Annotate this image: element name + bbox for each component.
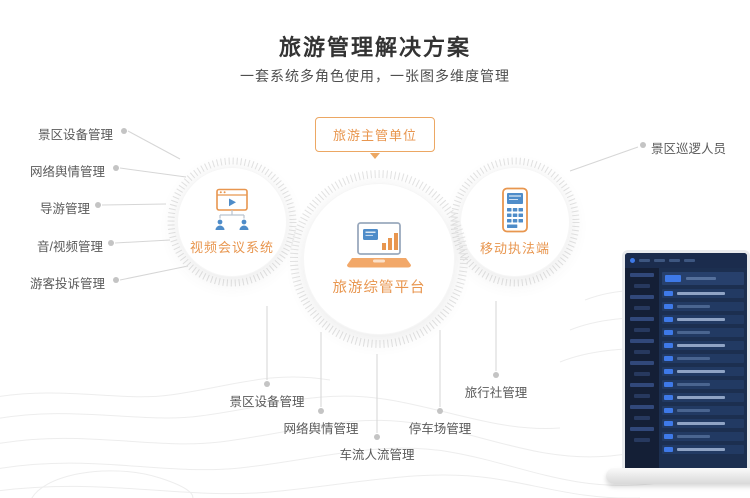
dashboard-row [662, 380, 744, 389]
dashed-ring [167, 157, 297, 287]
hub-label-mobile-enforcement: 移动执法端 [479, 241, 550, 256]
bottom-item-equipment: 景区设备管理 [229, 395, 305, 409]
dashboard-row [662, 432, 744, 441]
dashboard-row [662, 315, 744, 324]
dashboard-row [662, 419, 744, 428]
page-title: 旅游管理解决方案 [278, 35, 471, 60]
left-item-av: 音/视频管理 [37, 240, 103, 254]
hub-platform: 旅游综管平台 [286, 166, 472, 352]
bottom-item-traffic: 车流人流管理 [339, 448, 415, 462]
left-item-complaint: 游客投诉管理 [30, 277, 106, 291]
left-item-opinion: 网络舆情管理 [30, 165, 106, 179]
right-item-patrol: 景区巡逻人员 [651, 142, 727, 156]
hub-disc: 旅游综管平台 [303, 183, 455, 335]
dashboard-main [659, 268, 747, 468]
dashboard-row [662, 328, 744, 337]
left-item-guide: 导游管理 [40, 202, 91, 216]
mobile-terminal-icon [502, 187, 528, 233]
hub-label-platform: 旅游综管平台 [332, 280, 426, 296]
hub-label-video-conference: 视频会议系统 [189, 240, 274, 255]
dashboard-header-row [662, 272, 744, 285]
left-item-equipment: 景区设备管理 [38, 128, 114, 142]
dashboard-row [662, 302, 744, 311]
dashed-ring [290, 170, 468, 348]
laptop-chart-icon [347, 222, 411, 268]
dashboard-row [662, 354, 744, 363]
dashboard-sidebar [625, 268, 659, 468]
dashboard-row [662, 393, 744, 402]
dashboard-row [662, 445, 744, 454]
bottom-item-agency: 旅行社管理 [464, 386, 528, 400]
dashed-ring [450, 157, 580, 287]
down-arrow-icon [370, 153, 380, 159]
bottom-item-opinion: 网络舆情管理 [283, 422, 359, 436]
video-conference-icon [215, 188, 249, 230]
dashboard-row [662, 341, 744, 350]
hub-mobile-enforcement: 移动执法端 [447, 154, 583, 290]
laptop-mockup [606, 250, 750, 484]
authority-badge: 旅游主管单位 [314, 117, 436, 152]
hub-disc: 移动执法端 [460, 167, 570, 277]
page-subtitle: 一套系统多角色使用，一张图多维度管理 [240, 68, 510, 84]
hub-disc: 视频会议系统 [177, 167, 287, 277]
dashboard-row [662, 367, 744, 376]
hub-video-conference: 视频会议系统 [164, 154, 300, 290]
laptop-base [606, 468, 750, 484]
dashboard-screen [622, 250, 750, 468]
dashboard-topbar [625, 253, 747, 268]
dashboard-row [662, 406, 744, 415]
bottom-item-parking: 停车场管理 [408, 422, 472, 436]
dashboard-row [662, 289, 744, 298]
